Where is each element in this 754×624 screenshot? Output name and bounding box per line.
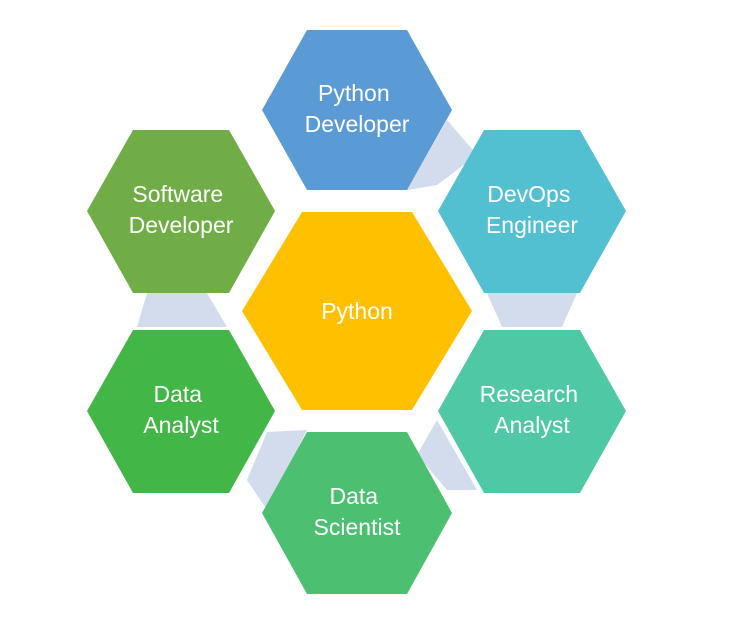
hex-python-developer: Python Developer <box>262 30 452 190</box>
hex-software-developer-shape <box>87 130 275 293</box>
hex-devops-engineer: DevOps Engineer <box>438 130 626 293</box>
hex-python-developer-shape <box>262 30 452 190</box>
hex-research-analyst-label-line-1: Research <box>480 381 578 407</box>
hex-data-analyst-shape <box>87 330 275 493</box>
hex-data-scientist: Data Scientist <box>262 432 452 594</box>
hex-research-analyst: Research Analyst <box>438 330 626 493</box>
hex-python-developer-label-line-2: Developer <box>305 111 410 137</box>
hex-devops-engineer-label-line-1: DevOps <box>487 181 570 207</box>
hex-data-analyst: Data Analyst <box>87 330 275 493</box>
hex-research-analyst-label: Research Analyst <box>480 381 585 438</box>
hex-data-scientist-label-line-2: Scientist <box>314 514 402 540</box>
hex-software-developer-label: Software Developer <box>129 181 234 238</box>
hex-python-shape <box>242 212 472 410</box>
hex-python-label-line-1: Python <box>321 298 393 324</box>
hex-devops-engineer-label-line-2: Engineer <box>486 212 578 238</box>
connector-devops-engineer-research-analyst <box>487 293 577 327</box>
hex-research-analyst-label-line-2: Analyst <box>494 412 570 438</box>
hex-data-scientist-label: Data Scientist <box>314 483 402 540</box>
connector-data-scientist-data-analyst <box>247 430 307 510</box>
hex-python-developer-label: Python Developer <box>305 80 410 137</box>
hex-python: Python <box>242 212 472 410</box>
connector-data-analyst-software-developer <box>137 293 227 327</box>
hex-devops-engineer-label: DevOps Engineer <box>486 181 578 238</box>
connector-python-developer-devops-engineer <box>407 120 477 190</box>
hex-software-developer-label-line-2: Developer <box>129 212 234 238</box>
hex-research-analyst-shape <box>438 330 626 493</box>
hex-data-analyst-label-line-1: Data <box>154 381 203 407</box>
connector-research-analyst-data-scientist <box>417 420 477 490</box>
hex-data-scientist-label-line-1: Data <box>330 483 379 509</box>
hex-data-scientist-shape <box>262 432 452 594</box>
hex-software-developer: Software Developer <box>87 130 275 293</box>
hex-devops-engineer-shape <box>438 130 626 293</box>
hex-software-developer-label-line-1: Software <box>132 181 223 207</box>
hex-python-label: Python <box>321 298 393 324</box>
hex-python-developer-label-line-1: Python <box>318 80 390 106</box>
hex-data-analyst-label-line-2: Analyst <box>143 412 219 438</box>
connector-layer <box>137 120 577 510</box>
hex-data-analyst-label: Data Analyst <box>143 381 219 438</box>
